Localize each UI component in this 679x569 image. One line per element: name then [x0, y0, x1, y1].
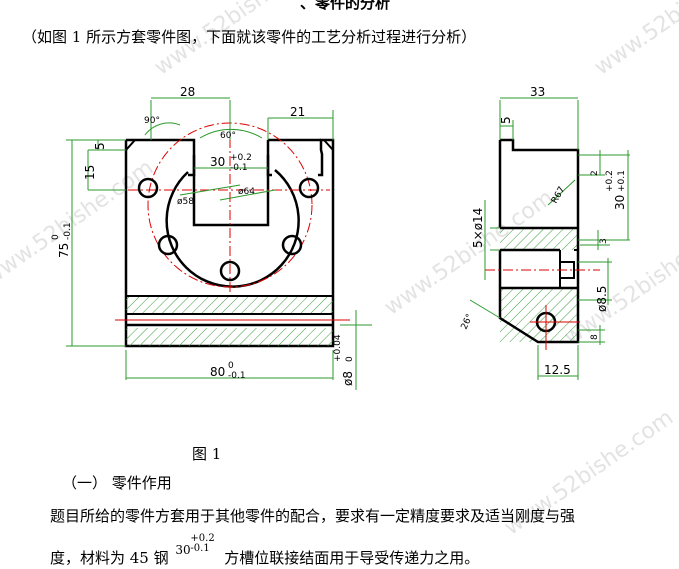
front-dim-circle-2: ø64: [238, 187, 255, 197]
front-dim-height-base: 75: [57, 243, 71, 258]
front-dim-top-right: 21: [290, 105, 305, 119]
side-dim-dia-85: ø8.5: [595, 286, 609, 312]
front-dim-width-upper: 0: [228, 361, 234, 371]
side-dim-radius: R67: [550, 185, 568, 205]
front-dim-slot-lower: -0.1: [230, 163, 248, 173]
side-dim-right-8: 8: [590, 334, 600, 340]
front-dim-hole-base: ø8: [341, 371, 355, 386]
section-heading: 、零件的分析: [300, 0, 391, 12]
paragraph-line-2: 度，材料为 45 钢 30 +0.2 -0.1 方槽位联接结面用于导受传递力之用…: [50, 533, 480, 569]
side-dim-right-30-base: 30: [613, 195, 627, 210]
front-view: 28 21 90° 60° 30 +0.2 -0.1 ø58 ø64 5 15 …: [51, 85, 372, 390]
front-dim-circle-1: ø58: [177, 197, 194, 207]
front-dim-height-upper: 0: [51, 234, 61, 240]
side-dim-right-30-lower: +0.1: [617, 170, 627, 192]
side-dim-right-3: 3: [599, 238, 609, 244]
slot-tolerance: 30 +0.2 -0.1: [175, 533, 215, 557]
front-dim-width-base: 80: [210, 365, 225, 379]
figure-caption: 图 1: [192, 445, 222, 463]
paragraph-line-1: 题目所给的零件方套用于其他零件的配合，要求有一定精度要求及适当刚度与强: [50, 507, 576, 525]
paragraph-prefix: 度，材料为 45 钢: [50, 549, 169, 567]
side-dim-left-5: 5: [499, 116, 513, 124]
front-dim-hole-upper: +0.04: [333, 334, 343, 362]
paragraph-suffix: 方槽位联接结面用于导受传递力之用。: [224, 549, 480, 567]
front-dim-top-width: 28: [180, 85, 195, 99]
front-dim-angle-left: 90°: [144, 116, 160, 126]
side-dim-angle: 26°: [460, 313, 476, 332]
side-dim-holes: 5×ø14: [471, 208, 485, 248]
front-dim-angle-top: 60°: [220, 131, 236, 141]
section-title: （一） 零件作用: [62, 474, 172, 492]
side-dim-bottom: 12.5: [544, 363, 571, 377]
front-dim-left-5: 5: [93, 142, 107, 150]
front-dim-slot-upper: +0.2: [230, 153, 252, 163]
side-dim-right-30-upper: +0.2: [605, 170, 615, 192]
front-dim-width-lower: -0.1: [228, 371, 246, 381]
front-dim-hole-lower: 0: [345, 356, 355, 362]
front-dim-left-15: 15: [83, 165, 97, 180]
front-dim-slot-base: 30: [210, 155, 225, 169]
side-dim-top-width: 33: [530, 85, 545, 99]
side-dim-right-2: 2: [590, 170, 600, 176]
front-dim-height-lower: -0.1: [63, 222, 73, 240]
side-view: 33 5 5×ø14 R67 2 30 +0.2 +0.1 3 ø8.5 8 2…: [460, 85, 630, 380]
intro-text: （如图 1 所示方套零件图，下面就该零件的工艺分析过程进行分析）: [22, 28, 477, 46]
